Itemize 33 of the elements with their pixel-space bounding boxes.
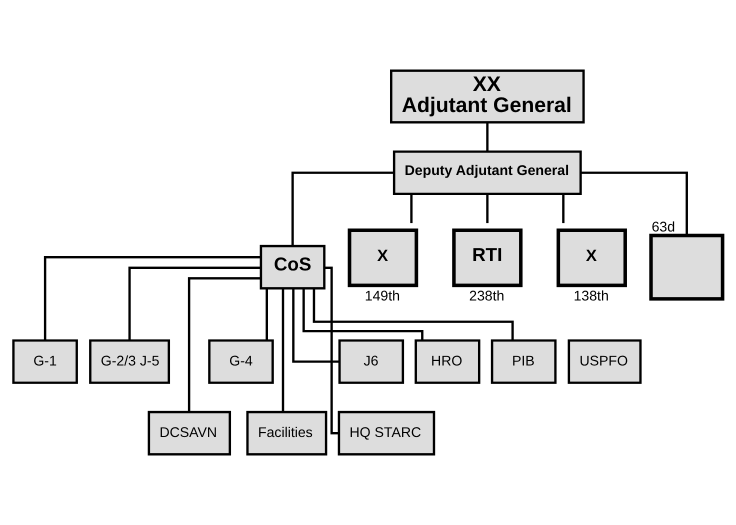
connector <box>486 194 489 224</box>
node-box: XX Adjutant General <box>390 70 585 124</box>
node-box: Facilities <box>246 410 328 456</box>
node-box: J6 <box>338 339 404 384</box>
connector <box>312 288 514 340</box>
node-box: PIB <box>490 339 557 384</box>
node-box: HRO <box>414 339 480 384</box>
connector <box>580 172 688 236</box>
connector <box>44 256 261 340</box>
node-box <box>649 234 724 301</box>
connector <box>128 266 261 340</box>
connector <box>188 277 260 412</box>
connector <box>302 288 424 340</box>
connector <box>291 172 394 246</box>
connector <box>292 288 340 363</box>
node-box: USPFO <box>568 339 642 384</box>
node-box: Deputy Adjutant General <box>392 150 582 196</box>
node-label: 149th <box>364 288 400 304</box>
connector <box>562 194 564 224</box>
connector <box>282 288 284 412</box>
connector <box>486 122 489 152</box>
node-label: 238th <box>469 288 504 304</box>
connector <box>410 194 413 224</box>
connector <box>324 266 339 434</box>
node-box: G-1 <box>12 339 78 384</box>
node-box: HQ STARC <box>338 410 436 456</box>
node-box: DCSAVN <box>148 410 232 456</box>
node-label: 63d <box>652 218 676 235</box>
node-box: G-2/3 J-5 <box>89 339 170 384</box>
node-label: 138th <box>574 288 609 304</box>
connector <box>266 288 268 340</box>
node-box: CoS <box>260 244 326 290</box>
node-box: G-4 <box>208 339 274 384</box>
